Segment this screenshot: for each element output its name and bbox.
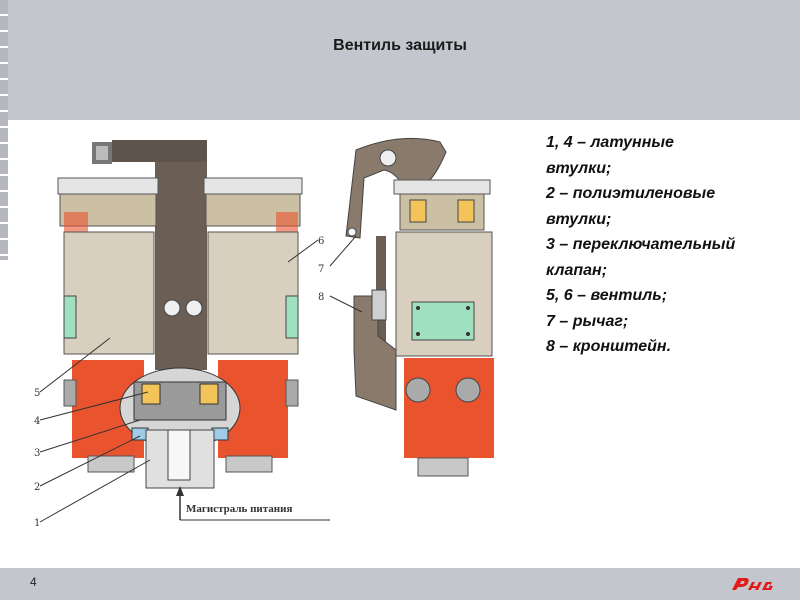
legend-line: 3 – переключательный	[546, 236, 736, 253]
legend-line: 7 – рычаг;	[546, 312, 629, 330]
right-view-bottom-nut	[417, 457, 469, 477]
left-top-cap	[57, 177, 159, 195]
valve-diagram: Магистраль питания 5 4 3 2 1 6 7 8	[34, 137, 494, 529]
left-green-window	[63, 295, 77, 339]
shaft-screw-left	[163, 299, 181, 317]
lever-hole	[347, 227, 357, 237]
shaft-top-bracket	[112, 140, 207, 162]
legend-line: клапан;	[546, 261, 608, 279]
callout-8: 8	[318, 292, 324, 303]
shaft-bolt-nut	[96, 146, 108, 160]
legend-line: 5, 6 – вентиль;	[546, 287, 668, 304]
rzd-logo-icon	[732, 578, 773, 590]
right-view-nut-right	[457, 199, 475, 223]
shaft	[155, 140, 207, 370]
right-cylinder	[207, 231, 299, 355]
right-view-nut-left	[409, 199, 427, 223]
right-view-port-left	[405, 377, 431, 403]
slide-header	[0, 0, 800, 120]
right-view-port-right	[455, 377, 481, 403]
right-view-top-cap	[393, 179, 491, 195]
right-top-cap	[203, 177, 303, 195]
left-cap-ring	[59, 193, 157, 227]
page-number: 4	[30, 575, 37, 589]
page-title: Вентиль защиты	[333, 37, 467, 54]
callout-1: 1	[34, 518, 40, 529]
callout-3: 3	[34, 448, 40, 459]
callout-4: 4	[34, 416, 40, 427]
supply-caption: Магистраль питания	[186, 503, 292, 515]
callout-6: 6	[318, 236, 324, 247]
legend-line: втулки;	[546, 210, 612, 228]
left-cylinder	[63, 231, 155, 355]
legend-line: 1, 4 – латунные	[546, 134, 674, 151]
supply-channel	[167, 429, 191, 481]
brass-bushing-left	[141, 383, 161, 405]
brass-bushing-right	[199, 383, 219, 405]
legend-line: 8 – кронштейн.	[546, 338, 672, 355]
right-bottom-nut	[225, 455, 273, 473]
lever	[345, 137, 447, 239]
left-bottom-nut	[87, 455, 135, 473]
callout-7: 7	[318, 264, 324, 275]
right-green-window	[285, 295, 299, 339]
legend-line: втулки;	[546, 159, 612, 177]
right-view-green-plate	[411, 301, 475, 341]
shaft-screw-right	[185, 299, 203, 317]
right-view-red-body	[404, 358, 494, 458]
parts-legend: 1, 4 – латунные втулки; 2 – полиэтиленов…	[546, 130, 786, 360]
callout-2: 2	[34, 482, 40, 493]
bracket-clip	[371, 289, 387, 321]
legend-line: 2 – полиэтиленовые	[546, 185, 716, 202]
slide-footer: 4	[0, 568, 800, 600]
lever-bolt	[379, 149, 397, 167]
right-side-nut	[285, 379, 299, 407]
left-side-nut	[63, 379, 77, 407]
side-decoration	[0, 0, 8, 260]
callout-5: 5	[34, 388, 40, 399]
